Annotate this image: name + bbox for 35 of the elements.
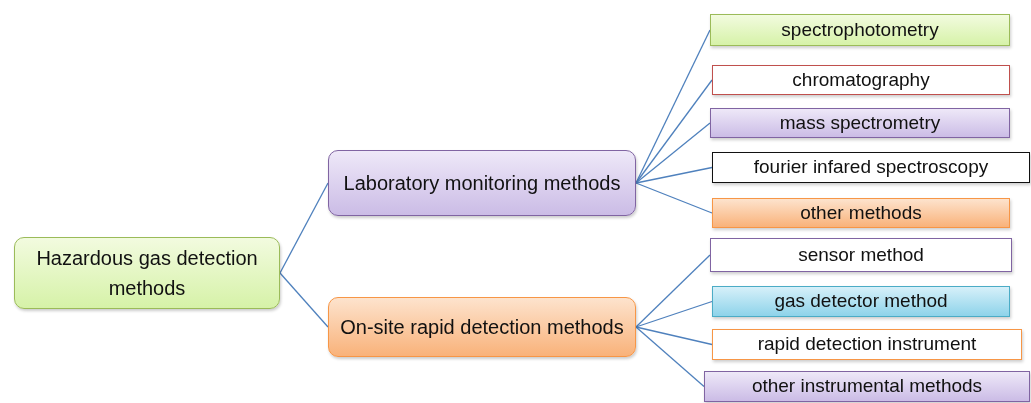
method-box	[712, 152, 1030, 183]
node-label: other instrumental methods	[751, 374, 983, 399]
node-label: rapid detection instrument	[757, 332, 977, 357]
connector-line	[635, 79, 713, 184]
connector-line	[635, 326, 705, 388]
method-box	[710, 238, 1012, 272]
category-box	[328, 150, 636, 216]
connector-line	[635, 166, 713, 184]
node-label: sensor method	[798, 242, 924, 267]
connector-line	[635, 300, 713, 328]
method-box	[710, 108, 1010, 138]
node-label: spectrophotometry	[781, 17, 939, 42]
method-box	[704, 371, 1030, 402]
method-box	[712, 65, 1010, 95]
method-box	[712, 329, 1022, 360]
node-label: fourier infared spectroscopy	[753, 155, 989, 180]
connector-line	[635, 29, 711, 184]
method-box	[712, 198, 1010, 228]
connector-line	[279, 272, 329, 328]
node-label: On-site rapid detection methods	[340, 315, 624, 340]
node-label: other methods	[800, 200, 922, 225]
connector-line	[635, 326, 713, 346]
root-topic-box	[14, 237, 280, 309]
node-label: mass spectrometry	[779, 110, 941, 135]
connector-line	[635, 254, 711, 328]
connector-line	[635, 182, 713, 214]
method-box	[710, 14, 1010, 46]
node-label: gas detector method	[774, 289, 948, 314]
node-label: Laboratory monitoring methods	[343, 171, 621, 196]
node-label: chromatography	[792, 67, 930, 92]
node-label: Hazardous gas detection methods	[35, 246, 259, 301]
method-box	[712, 286, 1010, 317]
category-box	[328, 297, 636, 357]
connector-line	[279, 182, 329, 274]
connector-line	[635, 122, 711, 184]
